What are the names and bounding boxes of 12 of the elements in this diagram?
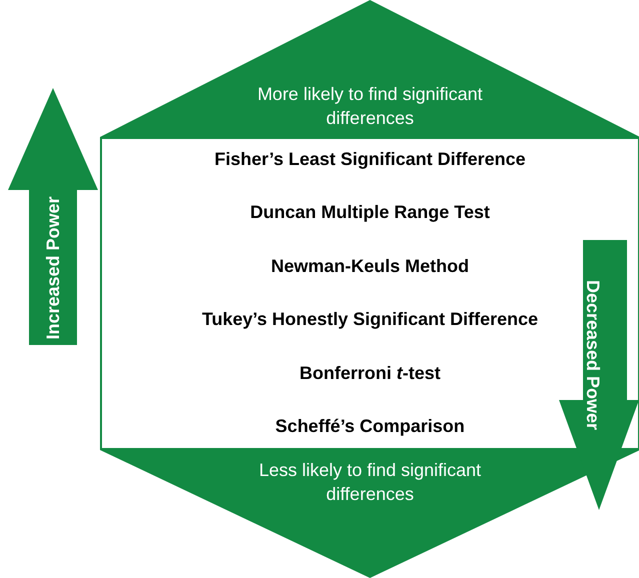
triangle-band: [100, 0, 639, 137]
method-name: Fisher’s Least Significant Difference: [213, 148, 527, 171]
band-text: Less likely to find significant differences: [258, 459, 482, 506]
band-text: More likely to find significant differences: [256, 83, 484, 130]
method-name: Newman-Keuls Method: [270, 254, 470, 278]
down-arrow: [559, 240, 639, 510]
triangle-band: [100, 450, 639, 578]
method-name: Duncan Multiple Range Test: [249, 201, 491, 224]
arrow-text: Increased Power: [42, 196, 64, 340]
up-arrow: [8, 88, 98, 345]
list-panel: [100, 137, 639, 450]
arrow-text: Decreased Power: [582, 280, 604, 430]
